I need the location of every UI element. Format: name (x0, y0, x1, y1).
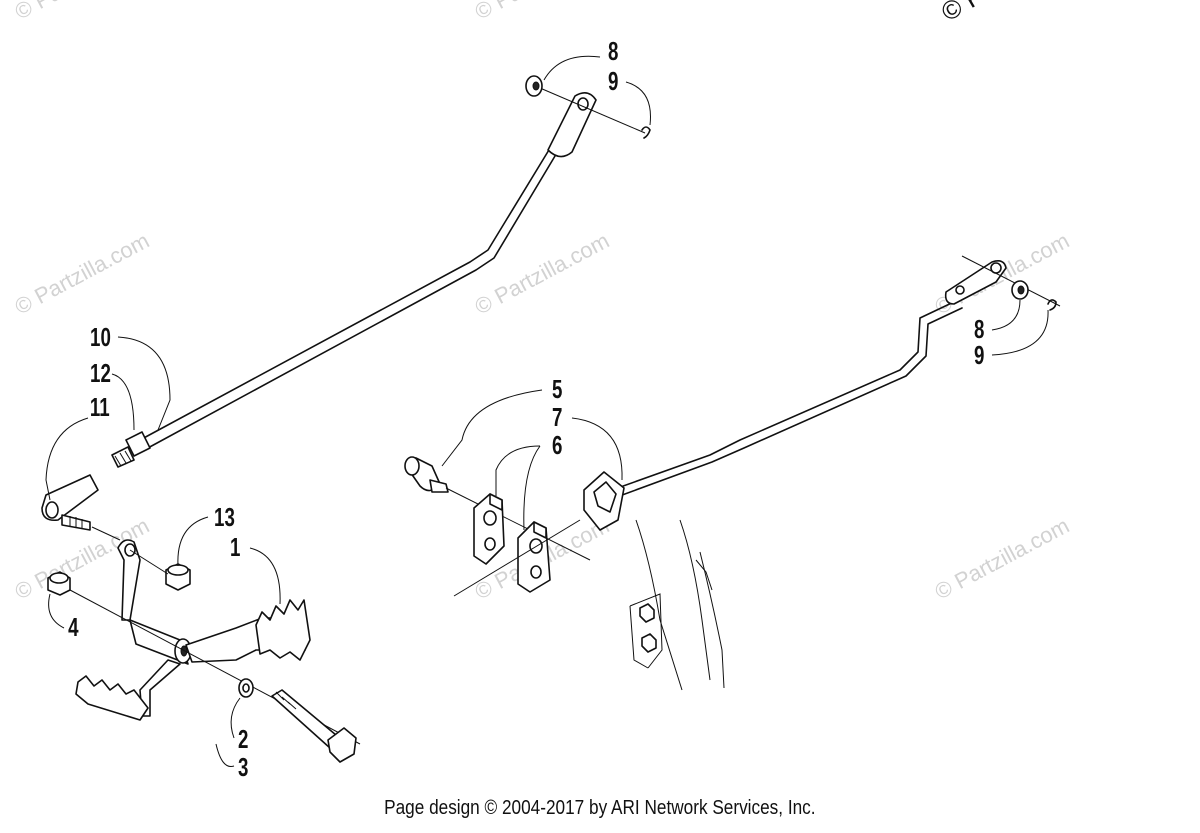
right-brake-rod (611, 255, 1061, 499)
frame-section (453, 519, 725, 691)
callout-13: 13 (214, 502, 235, 532)
callout-5: 5 (552, 374, 562, 404)
bracket-6b (517, 521, 551, 593)
left-brake-rod (139, 75, 651, 450)
callout-8-right: 8 (974, 314, 984, 344)
pivot-bolt (238, 678, 357, 763)
leader-lines (45, 55, 1049, 768)
callout-3: 3 (238, 752, 248, 782)
callout-6: 6 (552, 430, 562, 460)
rod-end (41, 474, 121, 541)
page-footer: Page design © 2004-2017 by ARI Network S… (0, 797, 1200, 820)
watermark-corner: © Pa (936, 0, 1002, 27)
callout-2: 2 (238, 724, 248, 754)
callout-11: 11 (90, 392, 110, 422)
bracket-6a (473, 493, 505, 565)
nut-4 (47, 571, 71, 596)
callout-1: 1 (230, 532, 240, 562)
callout-7: 7 (552, 402, 562, 432)
bushing-7 (583, 471, 625, 531)
callout-4: 4 (68, 612, 79, 642)
callout-8-top: 8 (608, 36, 618, 66)
watermark-2: © Partzilla.com (471, 228, 614, 320)
callout-10: 10 (90, 322, 111, 352)
watermark-1: © Partzilla.com (11, 228, 154, 320)
rod-adjuster (111, 431, 151, 468)
callout-12: 12 (90, 358, 111, 388)
pin-5 (404, 456, 591, 561)
callout-labels: 8 9 10 12 11 13 1 4 2 3 5 7 6 8 9 (68, 36, 984, 782)
footer-copyright: Page design © 2004-2017 by ARI Network S… (384, 797, 816, 819)
brake-pedal (69, 539, 361, 745)
callout-9-right: 9 (974, 340, 984, 370)
watermark-7: © Partzilla.com (11, 0, 154, 24)
watermark-6: © Partzilla.com (931, 513, 1074, 605)
callout-9-top: 9 (608, 66, 618, 96)
watermark-8: © Partzilla.com (471, 0, 614, 24)
